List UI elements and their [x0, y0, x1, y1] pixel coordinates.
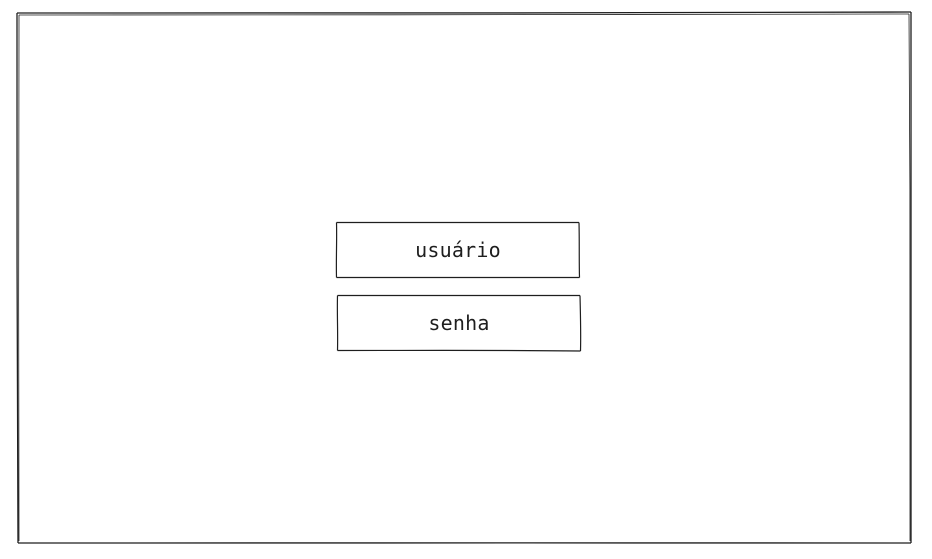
username-label: usuário	[415, 238, 501, 262]
password-field[interactable]: senha	[336, 294, 582, 352]
username-field[interactable]: usuário	[335, 221, 581, 279]
username-field-border	[335, 221, 581, 279]
password-label: senha	[428, 311, 490, 335]
password-field-border	[336, 294, 582, 352]
